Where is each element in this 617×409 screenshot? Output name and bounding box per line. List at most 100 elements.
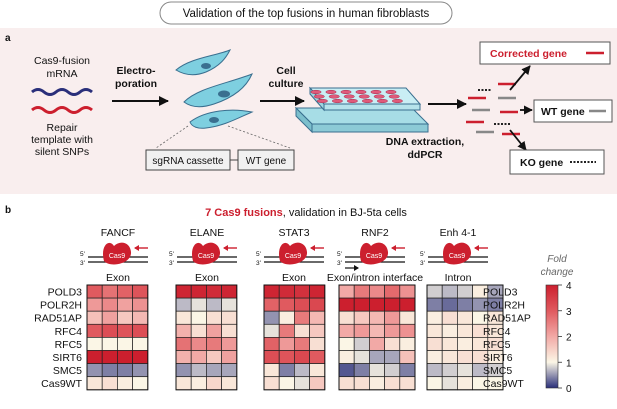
heatmap-cell bbox=[338, 337, 355, 351]
row-label-left: SMC5 bbox=[53, 365, 82, 377]
heatmap-border bbox=[175, 284, 238, 391]
figure-title: Validation of the top fusions in human f… bbox=[159, 1, 453, 25]
heatmap-cell bbox=[457, 363, 473, 378]
heatmap-cell bbox=[86, 284, 103, 299]
heatmap-cell bbox=[338, 284, 355, 299]
heatmap-cell bbox=[221, 323, 238, 338]
heatmap-cell bbox=[384, 284, 401, 299]
heatmap-cell bbox=[190, 363, 207, 378]
heatmap-cell bbox=[294, 337, 310, 351]
heatmap-cell bbox=[278, 376, 295, 391]
row-label-right: SMC5 bbox=[483, 365, 512, 377]
three-prime-label: 3' bbox=[337, 260, 342, 267]
heatmap-cell bbox=[263, 284, 280, 299]
heatmap-cell bbox=[441, 376, 458, 391]
cas9-label: Cas9 bbox=[366, 253, 382, 260]
heatmap-cell bbox=[278, 323, 295, 338]
heatmap-cell bbox=[426, 363, 443, 378]
wt-gene-box-label: WT gene bbox=[246, 156, 287, 167]
panel-b-heading-red: 7 Cas9 fusions bbox=[205, 207, 283, 219]
heatmap-cell bbox=[132, 323, 149, 338]
heatmap-cell bbox=[353, 376, 370, 391]
heatmap-cell bbox=[221, 363, 238, 378]
heatmap-1 bbox=[175, 284, 238, 391]
arrow-to-corrected bbox=[509, 65, 531, 91]
heatmap-cell bbox=[221, 297, 238, 312]
heatmap-cell bbox=[132, 350, 149, 364]
heatmap-border bbox=[426, 284, 504, 391]
heatmap-cell bbox=[190, 337, 207, 351]
heatmap-cell bbox=[353, 297, 370, 312]
extraction-label-1: DNA extraction, bbox=[386, 136, 464, 148]
heatmap-cell bbox=[399, 363, 416, 378]
cas9-protein-icon bbox=[103, 242, 132, 265]
plate-well bbox=[391, 98, 403, 104]
heatmap-cell bbox=[294, 297, 310, 312]
heatmap-cell bbox=[309, 310, 326, 325]
plate-well bbox=[358, 94, 370, 99]
mrna-label-2: mRNA bbox=[47, 68, 78, 80]
heatmap-cell bbox=[353, 337, 370, 351]
repair-label-2: template with bbox=[31, 134, 93, 146]
plate-well bbox=[376, 98, 388, 104]
heatmap-cell bbox=[294, 323, 310, 338]
heatmap-cell bbox=[441, 350, 458, 364]
heatmap-cell bbox=[117, 376, 133, 391]
heatmap-cell bbox=[263, 297, 280, 312]
heatmap-cell bbox=[353, 323, 370, 338]
heatmap-cell bbox=[86, 376, 103, 391]
legend-tick-label: 4 bbox=[566, 281, 572, 292]
heatmap-cell bbox=[384, 323, 401, 338]
heatmap-cell bbox=[457, 297, 473, 312]
heatmap-cell bbox=[101, 323, 118, 338]
region-label: Exon bbox=[106, 272, 130, 284]
heatmap-cell bbox=[190, 323, 207, 338]
corrected-gene-label: Corrected gene bbox=[490, 48, 567, 60]
heatmap-border bbox=[263, 284, 326, 391]
mrna-wave bbox=[31, 88, 93, 96]
legend-title-2: change bbox=[541, 267, 574, 278]
heatmap-cell bbox=[294, 350, 310, 364]
three-prime-label: 3' bbox=[80, 260, 85, 267]
cas9-label: Cas9 bbox=[285, 253, 301, 260]
heatmap-cell bbox=[278, 297, 295, 312]
wt-gene-out-label: WT gene bbox=[541, 106, 585, 118]
repair-label-3: silent SNPs bbox=[35, 146, 89, 158]
repair-label-1: Repair bbox=[47, 122, 78, 134]
heatmap-cell bbox=[86, 363, 103, 378]
cas9-protein-icon bbox=[192, 242, 221, 265]
heatmap-cell bbox=[369, 284, 385, 299]
heatmap-3 bbox=[338, 284, 416, 391]
heatmap-cell bbox=[206, 310, 222, 325]
heatmap-cell bbox=[426, 337, 443, 351]
row-label-right: Cas9WT bbox=[483, 378, 524, 390]
heatmap-cell bbox=[86, 323, 103, 338]
heatmap-cell bbox=[221, 337, 238, 351]
fibroblast-cells bbox=[175, 49, 254, 129]
heatmap-cell bbox=[206, 376, 222, 391]
legend-tick-label: 1 bbox=[566, 358, 572, 369]
heatmap-cell bbox=[206, 284, 222, 299]
well-plate bbox=[294, 86, 430, 134]
heatmap-cell bbox=[426, 323, 443, 338]
panel-b-heatmaps: FANCF5'3'Cas9ExonELANE5'3'Cas9ExonSTAT35… bbox=[34, 227, 531, 391]
heatmap-cell bbox=[132, 363, 149, 378]
row-label-left: Cas9WT bbox=[41, 378, 82, 390]
culture-label-1: Cell bbox=[276, 65, 295, 77]
heatmap-border bbox=[86, 284, 149, 391]
row-label-left: SIRT6 bbox=[52, 352, 82, 364]
sgrna-cassette-label: sgRNA cassette bbox=[152, 156, 224, 167]
heatmap-cell bbox=[399, 350, 416, 364]
heatmap-cell bbox=[117, 284, 133, 299]
heatmap-cell bbox=[338, 376, 355, 391]
plate-well bbox=[310, 89, 322, 95]
guide-arrowhead-icon bbox=[310, 245, 315, 251]
dotted-guide-right bbox=[227, 125, 291, 149]
heatmap-cell bbox=[353, 363, 370, 378]
cas9-label: Cas9 bbox=[449, 253, 465, 260]
plate-well bbox=[340, 89, 352, 95]
heatmap-cell bbox=[294, 284, 310, 299]
heatmap-cell bbox=[294, 363, 310, 378]
